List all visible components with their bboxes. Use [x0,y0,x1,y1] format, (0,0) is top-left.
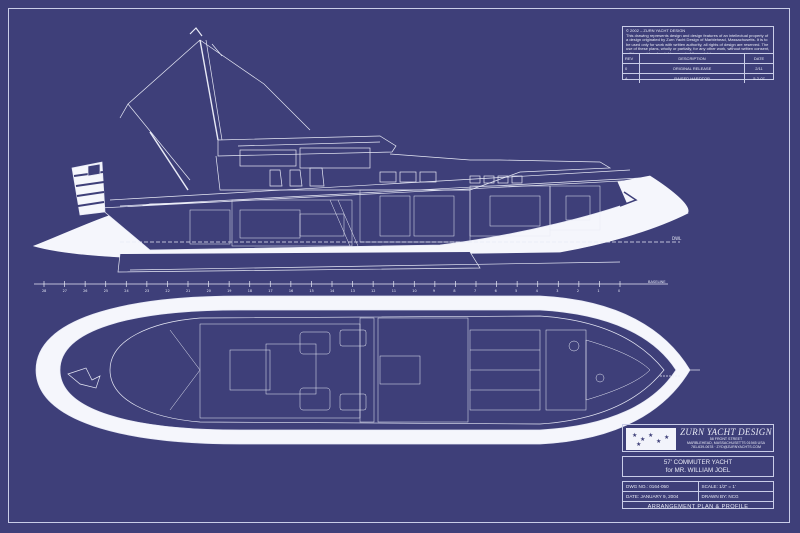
station-number: 27 [63,289,67,293]
station-number: 8 [453,289,455,293]
station-number: 16 [289,289,293,293]
revision-row: A RAISED HARDTOP 5-2-07 [623,74,773,83]
station-number: 4 [536,289,538,293]
station-number: 22 [165,289,169,293]
date-header: DATE [753,56,765,61]
revision-note: © 2002 – ZURN YACHT DESIGN This drawing … [623,27,773,54]
helm-seats [269,167,325,187]
drawing-date: DATE: JANUARY 9, 2004 [626,494,679,499]
address-line: MARBLEHEAD, MASSACHUSETTS 01945 USA [686,441,766,446]
rev-cell: 0 [623,64,640,73]
station-number: 9 [433,289,435,293]
station-number: 20 [207,289,211,293]
drawing-scale: SCALE: 1/2" = 1' [697,482,774,491]
station-number: 15 [309,289,313,293]
dwl-label: DWL [672,236,682,241]
revision-block: © 2002 – ZURN YACHT DESIGN This drawing … [622,26,774,83]
drawing-info-block: DWG NO.: 0164-050 SCALE: 1/2" = 1' DATE:… [622,481,774,510]
baseline-label: BASELINE [648,280,666,284]
station-number: 11 [392,289,396,293]
stern-logo [67,367,101,389]
plan-view [35,295,700,445]
station-number: 6 [495,289,497,293]
sheet-title: ARRANGEMENT PLAN & PROFILE [647,503,749,510]
station-number: 2 [577,289,579,293]
station-number: 25 [104,289,108,293]
station-number: 23 [145,289,149,293]
hardtop [217,135,397,157]
mast-rigging [119,27,311,191]
drawn-by: DRAWN BY: NCG [697,492,774,501]
cabin-house [215,153,612,191]
date-cell: 2/11 [755,66,763,71]
project-title-block: 57' COMMUTER YACHT for MR. WILLIAM JOEL [622,456,774,477]
station-number: 28 [42,289,46,293]
hull-windows [379,171,523,184]
station-number: 26 [83,289,87,293]
copyright-line: © 2002 – ZURN YACHT DESIGN [626,28,686,33]
station-number: 12 [371,289,375,293]
station-number: 1 [597,289,599,293]
station-number: 19 [227,289,231,293]
description-header: DESCRIPTION [640,54,745,63]
station-number: 3 [556,289,558,293]
station-number: 14 [330,289,334,293]
station-number: 18 [248,289,252,293]
rev-header: REV [623,54,640,63]
station-number: 7 [474,289,476,293]
date-cell: 5-2-07 [753,76,765,81]
firm-address: 58 FRONT STREET MARBLEHEAD, MASSACHUSETT… [679,437,773,450]
station-number: 5 [515,289,517,293]
station-number: 21 [186,289,190,293]
drawing-number: DWG NO.: 0164-050 [626,484,669,489]
address-line: 781-639-0678 · ZYD@ZURNYACHTS.COM [690,445,762,450]
firm-block: ★★★ ★★★ ZURN YACHT DESIGN 58 FRONT STREE… [622,424,774,452]
station-number: 0 [618,289,620,293]
project-title: 57' COMMUTER YACHT [663,459,733,466]
firm-logo: ★★★ ★★★ [626,428,676,450]
profile-view: DWL BASELINE 282726252423222120191817161… [32,27,689,293]
client-name: for MR. WILLIAM JOEL [665,467,731,474]
address-line: 58 FRONT STREET [709,437,743,441]
drawing-border [8,8,790,523]
revision-header: REV DESCRIPTION DATE [623,54,773,64]
rev-cell: A [623,74,640,83]
station-number: 13 [351,289,355,293]
keel [117,251,481,273]
firm-name: ZURN YACHT DESIGN [680,427,772,437]
station-number: 24 [124,289,128,293]
revision-row: 0 ORIGINAL RELEASE 2/11 [623,64,773,74]
station-number: 17 [268,289,272,293]
station-number: 10 [412,289,416,293]
description-cell: ORIGINAL RELEASE [640,64,745,73]
legal-note: This drawing represents design and desig… [626,32,770,54]
description-cell: RAISED HARDTOP [640,74,745,83]
